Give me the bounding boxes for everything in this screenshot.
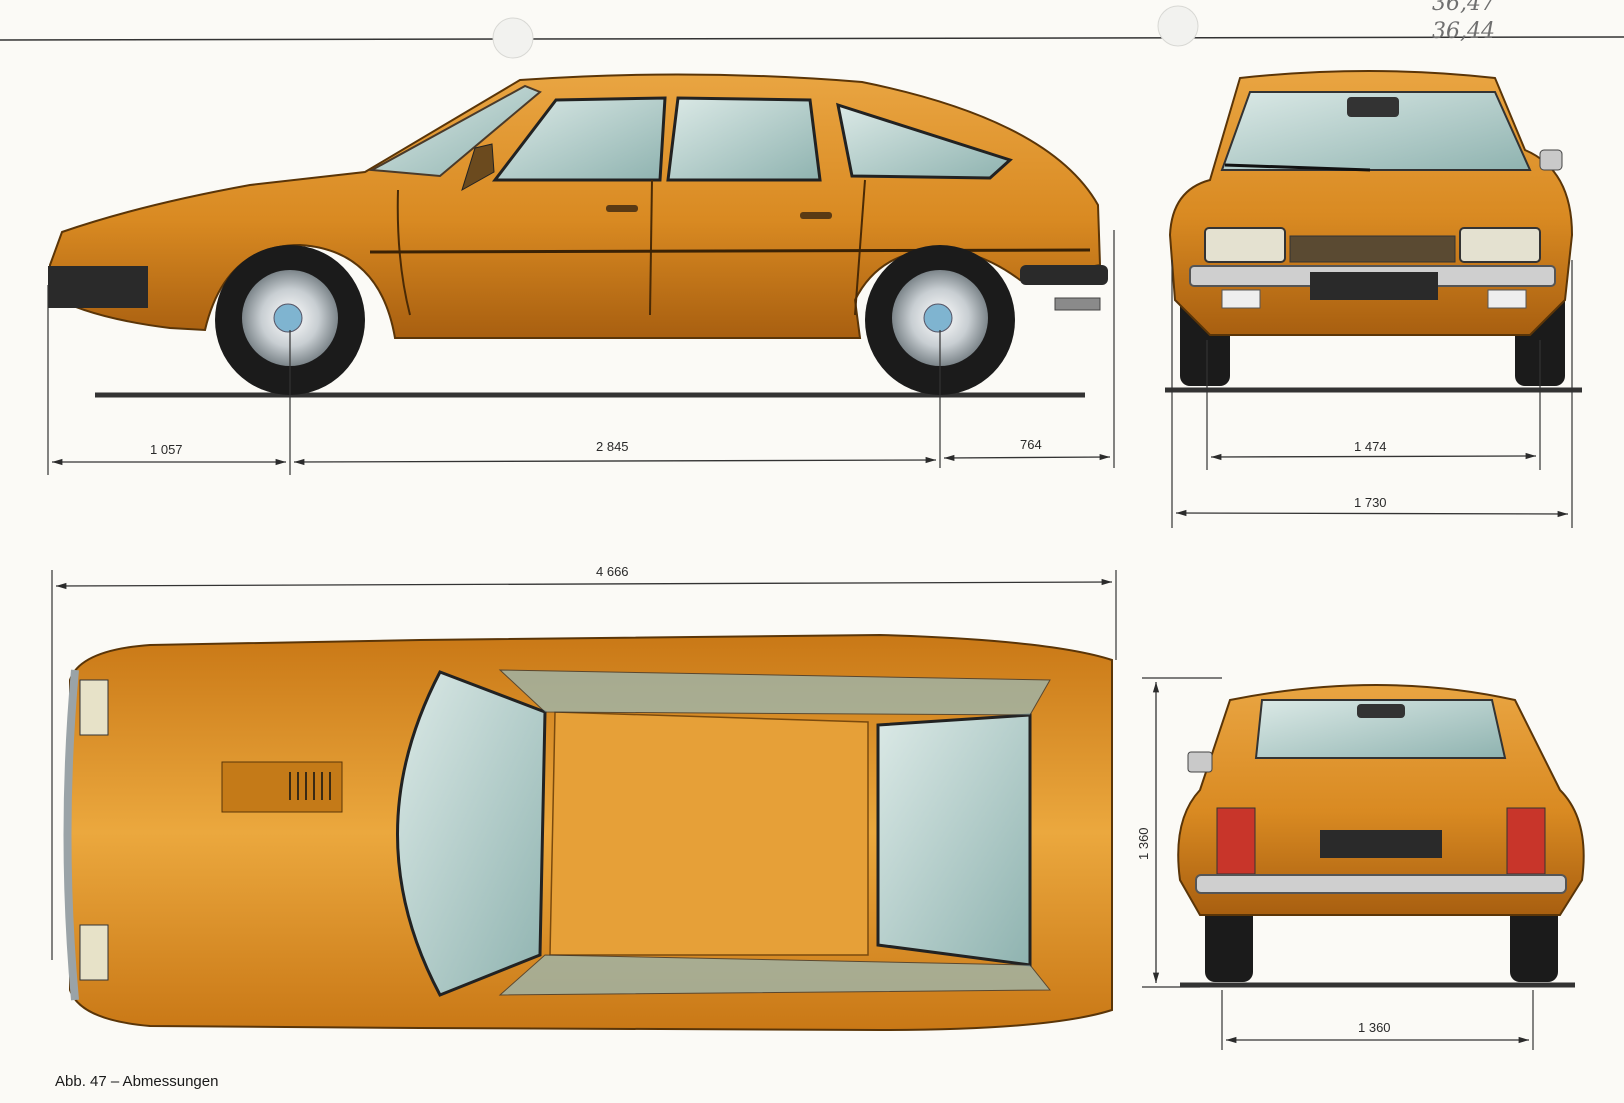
front-hub <box>273 303 303 333</box>
dim-wheelbase-label: 2 845 <box>596 439 629 454</box>
front-headlamp-left <box>1204 227 1286 263</box>
front-plate <box>1310 272 1438 300</box>
top-front-bumper <box>63 669 79 1001</box>
side-rub-strip <box>369 248 1091 254</box>
door-mirror-rear-view <box>1187 751 1213 773</box>
rear-bumper <box>1020 265 1108 285</box>
figure-caption: Abb. 47 – Abmessungen <box>55 1073 219 1090</box>
top-rule <box>0 36 1624 41</box>
front-view: 1 474 1 730 <box>1165 70 1582 528</box>
rear-lamp-right <box>1506 807 1546 875</box>
side-mirror <box>1539 149 1563 171</box>
side-window-windscreen <box>368 84 542 178</box>
fog-lamp-left <box>1221 289 1261 309</box>
front-light-left <box>79 679 109 736</box>
front-windscreen <box>1220 91 1532 171</box>
fog-lamp-right <box>1487 289 1527 309</box>
rear-mirror <box>1357 704 1405 718</box>
top-side-glass-lower <box>498 954 1052 996</box>
exhaust <box>1054 297 1101 311</box>
dim-length-label: 4 666 <box>596 564 629 579</box>
dim-front-width-line <box>1175 509 1569 518</box>
dim-rear-overhang-line <box>943 453 1111 462</box>
dim-rear-overhang-label: 764 <box>1020 437 1042 452</box>
rear-lamp-left <box>1216 807 1256 875</box>
door-handle-front <box>606 205 638 212</box>
bonnet-vent <box>221 761 343 813</box>
top-view: 4 666 <box>51 564 1117 1032</box>
dim-front-track-label: 1 474 <box>1354 439 1387 454</box>
dim-height-label: 1 360 <box>1136 827 1151 860</box>
front-light-right <box>79 924 109 981</box>
top-rear-window <box>876 713 1032 967</box>
top-roof <box>549 711 869 956</box>
handwritten-note-line2: 36,44 <box>1432 19 1495 44</box>
handwritten-note-line1: 36,47 <box>1432 0 1495 16</box>
top-side-glass-upper <box>498 669 1051 716</box>
door-handle-rear <box>800 212 832 219</box>
side-window-rear <box>666 96 822 182</box>
rear-hub <box>923 303 953 333</box>
rear-view-mirror <box>1347 97 1399 117</box>
punch-hole <box>492 17 534 59</box>
front-bumper <box>48 266 148 308</box>
bonnet-vent-slats <box>289 772 331 800</box>
door-seam-rear <box>854 179 866 316</box>
punch-hole <box>1157 5 1199 47</box>
rear-window <box>1254 699 1507 759</box>
dim-front-overhang-label: 1 057 <box>150 442 183 457</box>
door-seam-middle <box>649 179 653 316</box>
rear-view: 1 360 1 360 <box>1136 677 1585 1050</box>
side-window-quarter <box>836 102 1013 180</box>
door-seam-front <box>396 189 411 316</box>
rear-plate <box>1320 830 1442 858</box>
side-view: 1 057 2 845 764 <box>47 73 1115 475</box>
dim-wheelbase-line <box>293 456 937 466</box>
front-grille <box>1289 235 1456 263</box>
dim-rear-track-label: 1 360 <box>1358 1020 1391 1035</box>
dim-front-track-line <box>1210 452 1537 461</box>
rear-bumper-bar <box>1195 874 1567 894</box>
dim-front-width-label: 1 730 <box>1354 495 1387 510</box>
mirror <box>461 143 495 192</box>
top-windscreen <box>396 670 547 997</box>
dim-length-line <box>55 578 1113 590</box>
side-window-front <box>491 96 667 182</box>
wiper <box>1224 163 1371 172</box>
front-headlamp-right <box>1459 227 1541 263</box>
